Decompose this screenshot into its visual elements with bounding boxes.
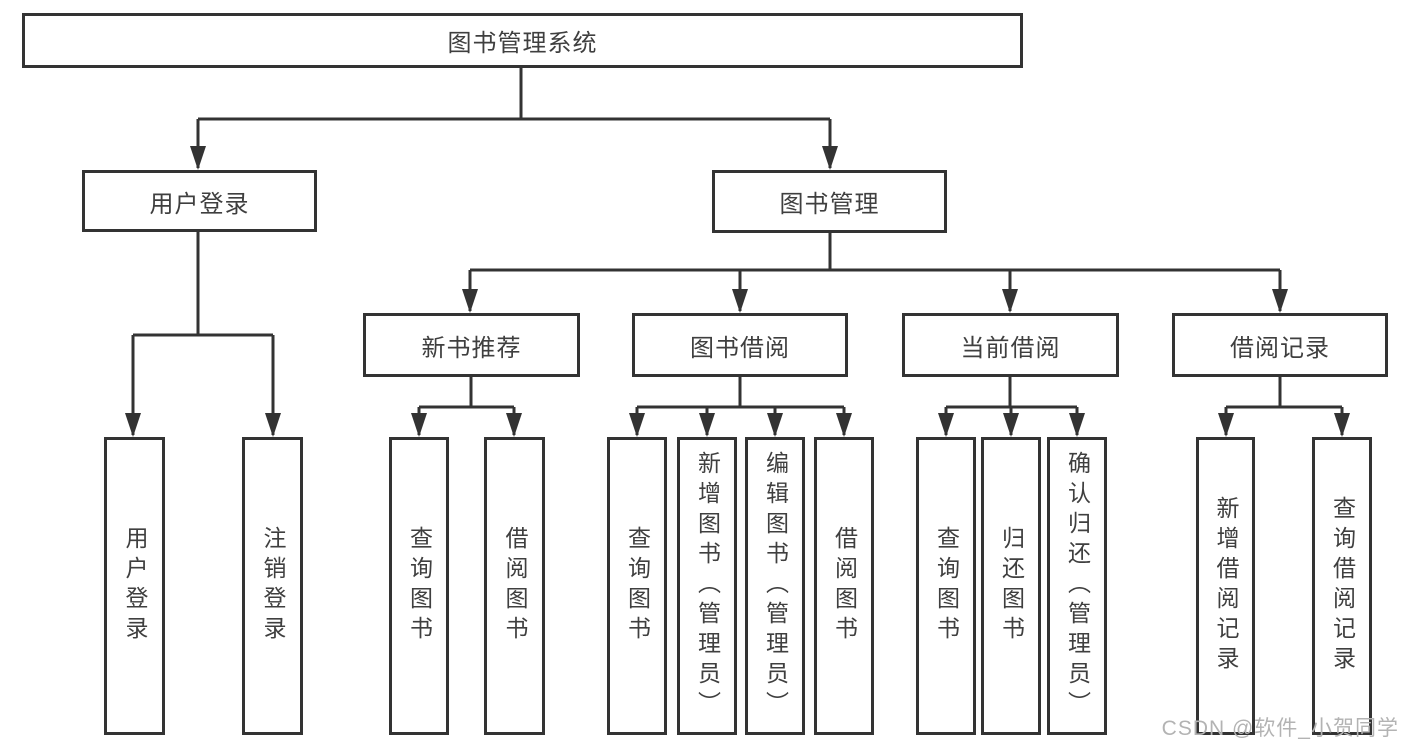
node-label: 编辑图书（管理员） <box>762 451 789 721</box>
node-label: 查询图书 <box>624 526 651 646</box>
node-root-system: 图书管理系统 <box>22 13 1023 68</box>
node-leaf-query-borrow-record: 查询借阅记录 <box>1312 437 1372 735</box>
node-book-borrow: 图书借阅 <box>632 313 848 377</box>
node-leaf-confirm-return-admin: 确认归还（管理员） <box>1047 437 1107 735</box>
csdn-watermark: CSDN @软件_小贺同学 <box>1161 717 1399 740</box>
node-label: 当前借阅 <box>960 334 1061 362</box>
node-label: 查询图书 <box>933 526 960 646</box>
node-label: 用户登录 <box>149 190 250 218</box>
node-leaf-borrow-query-book: 查询图书 <box>607 437 667 735</box>
node-current-borrow: 当前借阅 <box>902 313 1119 377</box>
node-label: 归还图书 <box>998 526 1025 646</box>
node-label: 借阅图书 <box>502 526 528 646</box>
node-leaf-return-book: 归还图书 <box>981 437 1041 735</box>
node-leaf-recommend-borrow-book: 借阅图书 <box>484 437 545 735</box>
node-label: 用户登录 <box>122 526 148 646</box>
node-leaf-recommend-query-book: 查询图书 <box>389 437 449 735</box>
node-leaf-user-login: 用户登录 <box>104 437 165 735</box>
node-label: 图书借阅 <box>690 334 790 362</box>
node-label: 确认归还（管理员） <box>1064 451 1091 721</box>
node-label: 借阅记录 <box>1230 334 1330 362</box>
node-label: 新书推荐 <box>421 334 522 362</box>
node-new-book-recommend: 新书推荐 <box>363 313 580 377</box>
node-label: 新增借阅记录 <box>1213 496 1239 676</box>
node-label: 图书管理 <box>779 191 880 218</box>
node-label: 新增图书（管理员） <box>694 451 721 721</box>
node-label: 图书管理系统 <box>447 30 598 57</box>
node-leaf-edit-book-admin: 编辑图书（管理员） <box>745 437 805 735</box>
node-borrow-records: 借阅记录 <box>1172 313 1388 377</box>
node-leaf-add-borrow-record: 新增借阅记录 <box>1196 437 1255 735</box>
node-label: 查询借阅记录 <box>1329 496 1356 676</box>
node-label: 注销登录 <box>260 526 286 646</box>
node-leaf-add-book-admin: 新增图书（管理员） <box>677 437 737 735</box>
node-label: 借阅图书 <box>831 526 858 646</box>
node-book-management: 图书管理 <box>712 170 947 233</box>
arrowhead-icons <box>125 146 1350 437</box>
node-label: 查询图书 <box>406 526 433 646</box>
node-leaf-borrow-book: 借阅图书 <box>814 437 874 735</box>
node-leaf-logout: 注销登录 <box>242 437 303 735</box>
node-user-login: 用户登录 <box>82 170 317 232</box>
node-leaf-current-query-book: 查询图书 <box>916 437 976 735</box>
